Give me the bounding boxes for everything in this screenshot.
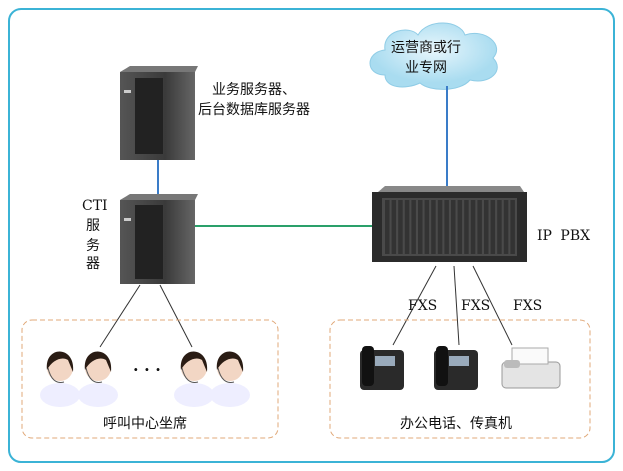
pbx-slot: [404, 200, 410, 254]
pbx-slot: [437, 200, 443, 254]
fax-machine-icon: [501, 347, 561, 389]
cti-label-2: 服: [86, 218, 100, 234]
business-server-icon: [120, 66, 198, 160]
cloud-label-1: 运营商或行: [391, 40, 461, 56]
pbx-fax-link: [472, 265, 513, 346]
pbx-slot: [411, 200, 416, 254]
cti-label-3: 务: [86, 238, 100, 254]
agent-headset-icon: [210, 351, 250, 407]
pbx-slot: [464, 200, 469, 254]
agent-headset-icon: [40, 351, 80, 407]
cti-agent-link-2: [159, 284, 193, 348]
cti-agent-link-1: [99, 284, 141, 348]
cti-server-icon: [120, 194, 198, 284]
agent-headset-icon: [174, 351, 214, 407]
cti-label-4: 器: [86, 256, 100, 272]
fxs-label-3: FXS: [513, 298, 543, 314]
cti-label-1: CTI: [82, 198, 108, 214]
business-server-label-1: 业务服务器、: [212, 82, 296, 98]
ip-pbx-icon: [372, 186, 527, 262]
pbx-slot: [418, 200, 423, 254]
pbx-slot: [510, 200, 515, 254]
ip-pbx-label: IP PBX: [537, 228, 591, 244]
pbx-slot: [490, 200, 496, 254]
pbx-slot: [451, 200, 456, 254]
pbx-phone-link-2: [453, 265, 460, 346]
agents-group: [21, 319, 279, 439]
desk-phone-icon: [434, 346, 478, 390]
pbx-slot: [477, 200, 482, 254]
pbx-slot: [424, 200, 430, 254]
pbx-slot: [470, 200, 476, 254]
cloud-icon: [369, 22, 498, 90]
outer-border: [8, 8, 615, 463]
agent-icons: [40, 351, 250, 407]
business-server-label-2: 后台数据库服务器: [198, 102, 310, 118]
agent-headset-icon: [78, 351, 118, 407]
pbx-slot: [444, 200, 449, 254]
fxs-label-2: FXS: [461, 298, 491, 314]
pbx-phone-link-1: [392, 265, 437, 346]
pbx-slot: [398, 200, 403, 254]
fxs-label-1: FXS: [408, 298, 438, 314]
pbx-slot: [391, 200, 397, 254]
pbx-slot: [385, 200, 390, 254]
agents-ellipsis: · · ·: [133, 360, 161, 379]
cloud-label-2: 业专网: [405, 60, 447, 76]
agents-label: 呼叫中心坐席: [103, 416, 187, 432]
pbx-slot: [457, 200, 463, 254]
pbx-slot: [503, 200, 509, 254]
pbx-slot: [497, 200, 502, 254]
desk-phone-icon: [360, 346, 404, 390]
office-group: [329, 319, 591, 439]
pbx-slot: [484, 200, 489, 254]
pbx-slot: [431, 200, 436, 254]
office-label: 办公电话、传真机: [400, 416, 512, 432]
